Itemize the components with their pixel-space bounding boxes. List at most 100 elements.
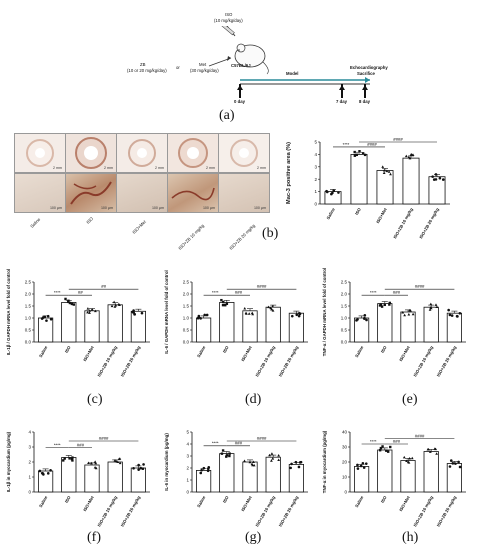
bar (350, 153, 368, 205)
data-point (132, 467, 135, 470)
x-tick-label: ISO+ZB 10 mg/kg (96, 345, 118, 378)
y-tick-label: 20 (342, 460, 348, 465)
y-tick-label: 5 (186, 430, 189, 435)
data-point (49, 469, 52, 472)
mouse-syringe-illustration (208, 26, 269, 75)
x-tick-label: ISO (222, 494, 230, 503)
significance-label: **** (370, 439, 377, 444)
data-point (71, 459, 74, 462)
x-tick-label: ISO+ZB 10 mg/kg (392, 207, 414, 240)
bar (400, 460, 416, 493)
significance-label: **** (54, 443, 61, 448)
day7-label: 7 day (336, 99, 347, 104)
met-dose: (30 mg/kg/day) (190, 68, 219, 73)
scale-bar-top: 2 mm (53, 166, 62, 170)
data-point (67, 300, 70, 304)
data-point (271, 309, 275, 312)
y-tick-label: 3 (186, 454, 189, 459)
data-point (71, 456, 74, 459)
data-point (199, 471, 203, 475)
day0-label: 0 day (234, 99, 245, 104)
data-point (434, 303, 438, 306)
data-point (408, 457, 412, 460)
y-tick-label: 1.0 (25, 316, 32, 321)
significance-label: #### (99, 436, 109, 441)
heart-section-iso-zb10: 2 mm (167, 133, 219, 173)
bar (288, 312, 304, 343)
bar (400, 311, 416, 343)
data-point (243, 307, 247, 310)
mac3-stain-iso-zb10: 100 µm (167, 173, 219, 213)
data-point (405, 459, 408, 462)
data-point (457, 460, 460, 464)
y-axis-label: Mac-3 positive area (%) (286, 142, 292, 204)
data-point (435, 305, 439, 308)
data-point (41, 472, 45, 475)
data-point (407, 312, 411, 316)
mouse-strain: C57BL/6J (231, 63, 251, 68)
group-label: ISO+ZB 10 mg/kg (177, 223, 206, 251)
y-tick-label: 2.5 (183, 280, 190, 285)
x-tick-label: ISO (380, 344, 388, 353)
data-point (408, 308, 412, 312)
data-point (381, 445, 384, 448)
x-tick-label: Saline (354, 494, 365, 508)
data-point (363, 314, 367, 317)
data-point (46, 314, 50, 318)
x-tick-label: ISO (222, 344, 230, 353)
x-tick-label: ISO (64, 344, 72, 353)
data-point (38, 469, 42, 473)
y-tick-label: 10 (342, 475, 348, 480)
data-point (271, 305, 274, 308)
mac3-stain-iso-zb20: 100 µm (218, 173, 270, 213)
data-point (410, 456, 414, 460)
data-point (202, 466, 206, 470)
y-tick-label: 0.0 (183, 340, 190, 345)
mac3-stain-iso: 100 µm (65, 173, 117, 213)
x-tick-label: ISO+Met (240, 344, 253, 362)
zb-dose: (10 or 20 mg/kg/day) (127, 68, 167, 73)
bar (107, 461, 123, 493)
heart-section-saline: 2 mm (14, 133, 66, 173)
data-point (270, 452, 274, 455)
sacrifice-label: Sacrifice (357, 71, 375, 76)
data-point (458, 311, 462, 315)
data-point (270, 307, 273, 311)
x-tick-label: ISO+Met (82, 344, 95, 362)
y-tick-label: 4 (28, 430, 31, 435)
data-point (404, 154, 408, 158)
x-tick-label: Saline (354, 344, 365, 358)
data-point (46, 472, 50, 475)
data-point (361, 461, 365, 465)
y-tick-label: 4 (314, 152, 317, 157)
data-point (271, 457, 275, 460)
scale-bar-bottom: 100 µm (253, 206, 266, 210)
data-point (118, 457, 122, 460)
iso-label: ISO (225, 12, 233, 17)
y-tick-label: 0 (28, 490, 31, 495)
y-axis-label: IL-1β in myocardium (pg/mg) (6, 431, 11, 492)
scale-bar-bottom: 100 µm (202, 206, 215, 210)
x-tick-label: ISO+ZB 20 mg/kg (120, 345, 142, 378)
y-tick-label: 2 (186, 466, 189, 471)
echo-label: Echocardiography (350, 65, 388, 70)
data-point (379, 446, 383, 450)
data-point (447, 308, 450, 312)
data-point (243, 459, 246, 462)
data-point (86, 307, 90, 310)
data-point (409, 153, 413, 156)
data-point (363, 153, 367, 157)
data-point (142, 463, 145, 466)
data-point (225, 455, 228, 458)
significance-label: #### (257, 284, 267, 289)
bar (196, 317, 212, 343)
data-point (220, 298, 223, 302)
data-point (332, 189, 336, 192)
data-point (270, 459, 273, 462)
data-point (386, 450, 390, 453)
data-point (118, 461, 122, 465)
significance-label: **** (54, 290, 61, 295)
data-point (388, 303, 391, 306)
